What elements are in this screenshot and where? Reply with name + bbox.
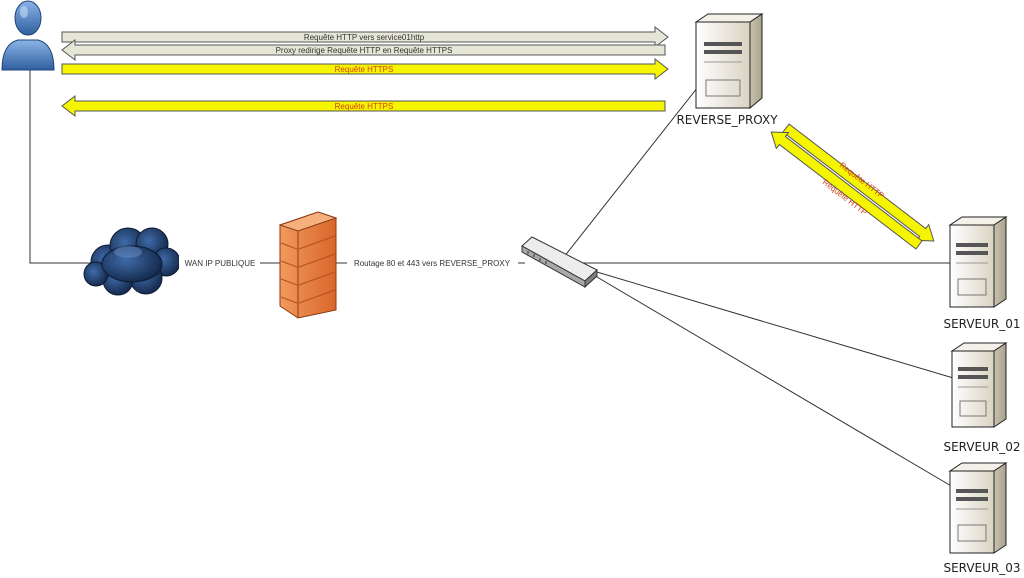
connection-lines (29, 70, 985, 491)
server-01-icon (948, 216, 1008, 308)
server-to-proxy-arrow (770, 131, 923, 250)
server-03-icon (948, 462, 1008, 554)
proxy-redirect-arrow (61, 38, 666, 62)
server-01-label: SERVEUR_01 (943, 317, 1020, 331)
proxy-to-server-arrow (782, 123, 935, 242)
http-request-label: Requête HTTP vers service01http (304, 33, 425, 42)
switch-server2-link (579, 266, 961, 381)
switch-icon (521, 236, 598, 289)
proxy-redirect-label: Proxy redirige Requête HTTP en Requête H… (276, 46, 453, 55)
switch-server3-link (579, 266, 959, 491)
switch-proxy-link (559, 77, 706, 263)
server-03-label: SERVEUR_03 (943, 561, 1020, 575)
server-02-icon (950, 342, 1008, 428)
https-request-label: Requête HTTPS (335, 65, 394, 74)
https-response-arrow (61, 94, 666, 118)
reverse-proxy-server-icon (694, 13, 764, 110)
wan-label: WAN IP PUBLIQUE (185, 259, 256, 268)
http-request-arrow (61, 25, 669, 49)
https-response-label: Requête HTTPS (335, 102, 394, 111)
user-icon (1, 0, 55, 71)
server-02-label: SERVEUR_02 (943, 440, 1020, 454)
reverse-proxy-label: REVERSE_PROXY (676, 113, 778, 127)
cloud-icon (83, 227, 181, 296)
flow-arrows (61, 25, 669, 118)
user-link (29, 70, 92, 264)
https-request-arrow (61, 57, 669, 81)
proxy-server-arrows (770, 123, 935, 250)
firewall-icon (278, 211, 338, 319)
routing-label: Routage 80 et 443 vers REVERSE_PROXY (354, 259, 511, 268)
